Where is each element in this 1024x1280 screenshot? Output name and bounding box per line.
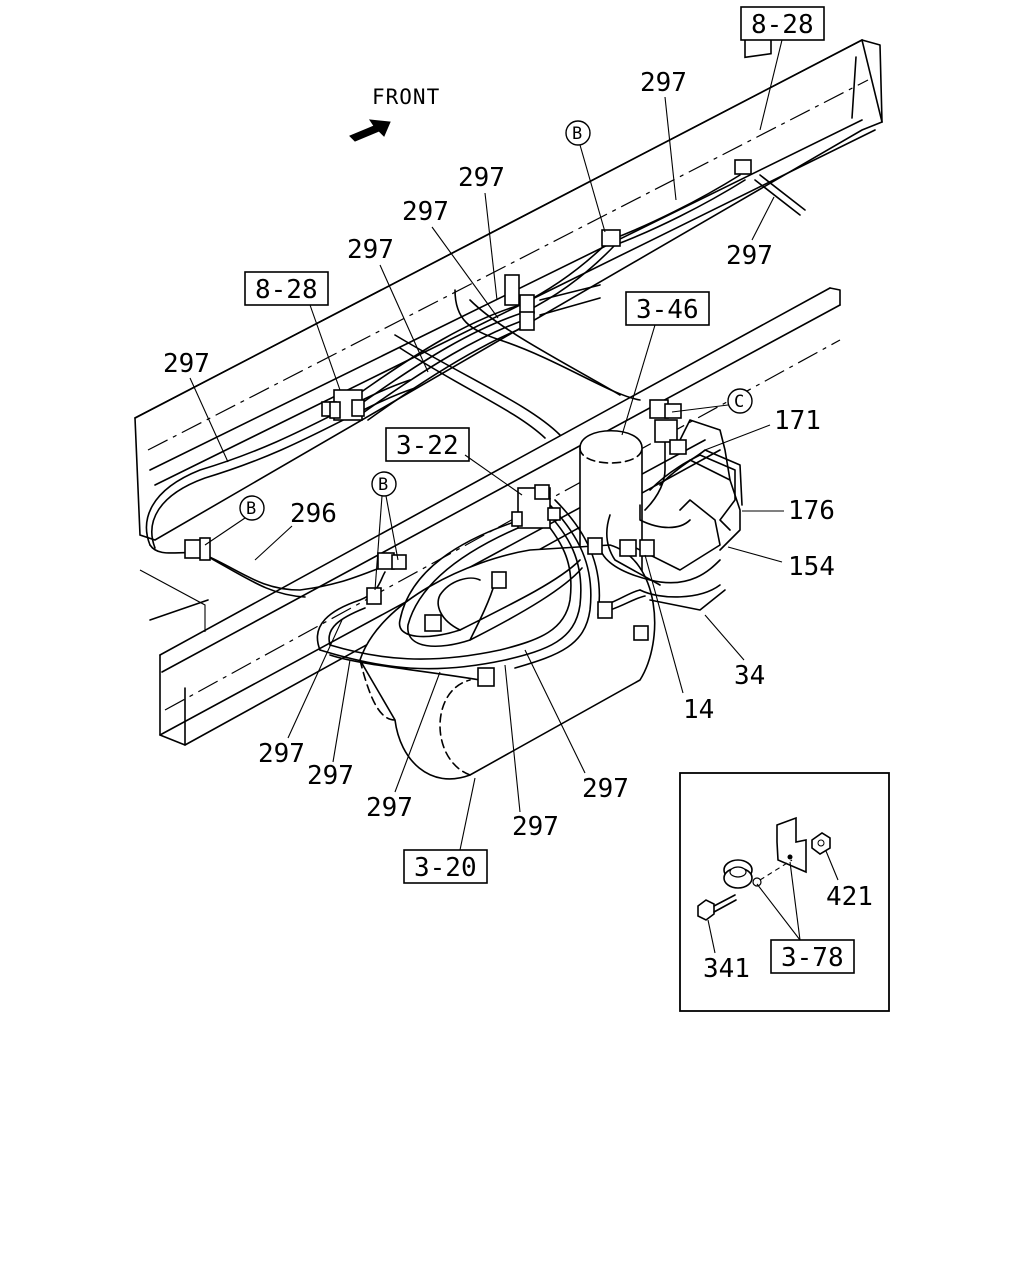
ref-3-22: 3-22	[385, 427, 523, 496]
label-297: 297	[582, 774, 629, 804]
label-297: 297	[258, 739, 305, 769]
ref-8-28-left: 8-28	[244, 271, 341, 391]
callout-b-top: B	[565, 120, 606, 233]
label-297: 297	[366, 793, 413, 823]
ref-3-20: 3-20	[403, 777, 488, 884]
label-154: 154	[788, 552, 835, 582]
valve-3-22	[511, 484, 561, 529]
label-176: 176	[788, 496, 835, 526]
label-34: 34	[734, 661, 765, 691]
label-296: 296	[290, 499, 337, 529]
ref-3-46: 3-46	[621, 291, 710, 436]
ref-3-22-label: 3-22	[396, 431, 459, 461]
ref-3-78	[770, 939, 855, 974]
label-297: 297	[402, 197, 449, 227]
fittings	[184, 229, 687, 687]
front-label: FRONT	[372, 85, 440, 109]
callout-c: C	[671, 388, 753, 414]
label-297: 297	[458, 163, 505, 193]
svg-text:B: B	[246, 499, 256, 519]
ref-3-46-label: 3-46	[636, 295, 699, 325]
air-tank-horizontal	[359, 544, 656, 780]
detail-inset: 421 341 3-78	[679, 772, 890, 1012]
part-labels: 297 297 297 297 297 297 296 171 176 154 …	[163, 68, 835, 842]
label-341: 341	[703, 954, 750, 984]
label-297: 297	[640, 68, 687, 98]
label-14: 14	[683, 695, 714, 725]
label-171: 171	[774, 406, 821, 436]
svg-text:B: B	[572, 124, 582, 144]
svg-text:C: C	[734, 392, 744, 412]
callout-b-left: B	[204, 495, 265, 546]
ref-3-78-label: 3-78	[781, 943, 844, 973]
front-indicator: FRONT	[349, 85, 440, 142]
ref-8-28-left-label: 8-28	[255, 275, 318, 305]
label-297: 297	[347, 235, 394, 265]
ref-8-28-top-label: 8-28	[751, 10, 814, 40]
label-297: 297	[512, 812, 559, 842]
label-421: 421	[826, 882, 873, 912]
callout-b-mid: B	[371, 471, 399, 591]
label-297: 297	[726, 241, 773, 271]
label-297: 297	[163, 349, 210, 379]
label-297: 297	[307, 761, 354, 791]
svg-text:B: B	[378, 475, 388, 495]
ref-8-28-top: 8-28	[740, 6, 825, 131]
ref-3-20-label: 3-20	[414, 853, 477, 883]
